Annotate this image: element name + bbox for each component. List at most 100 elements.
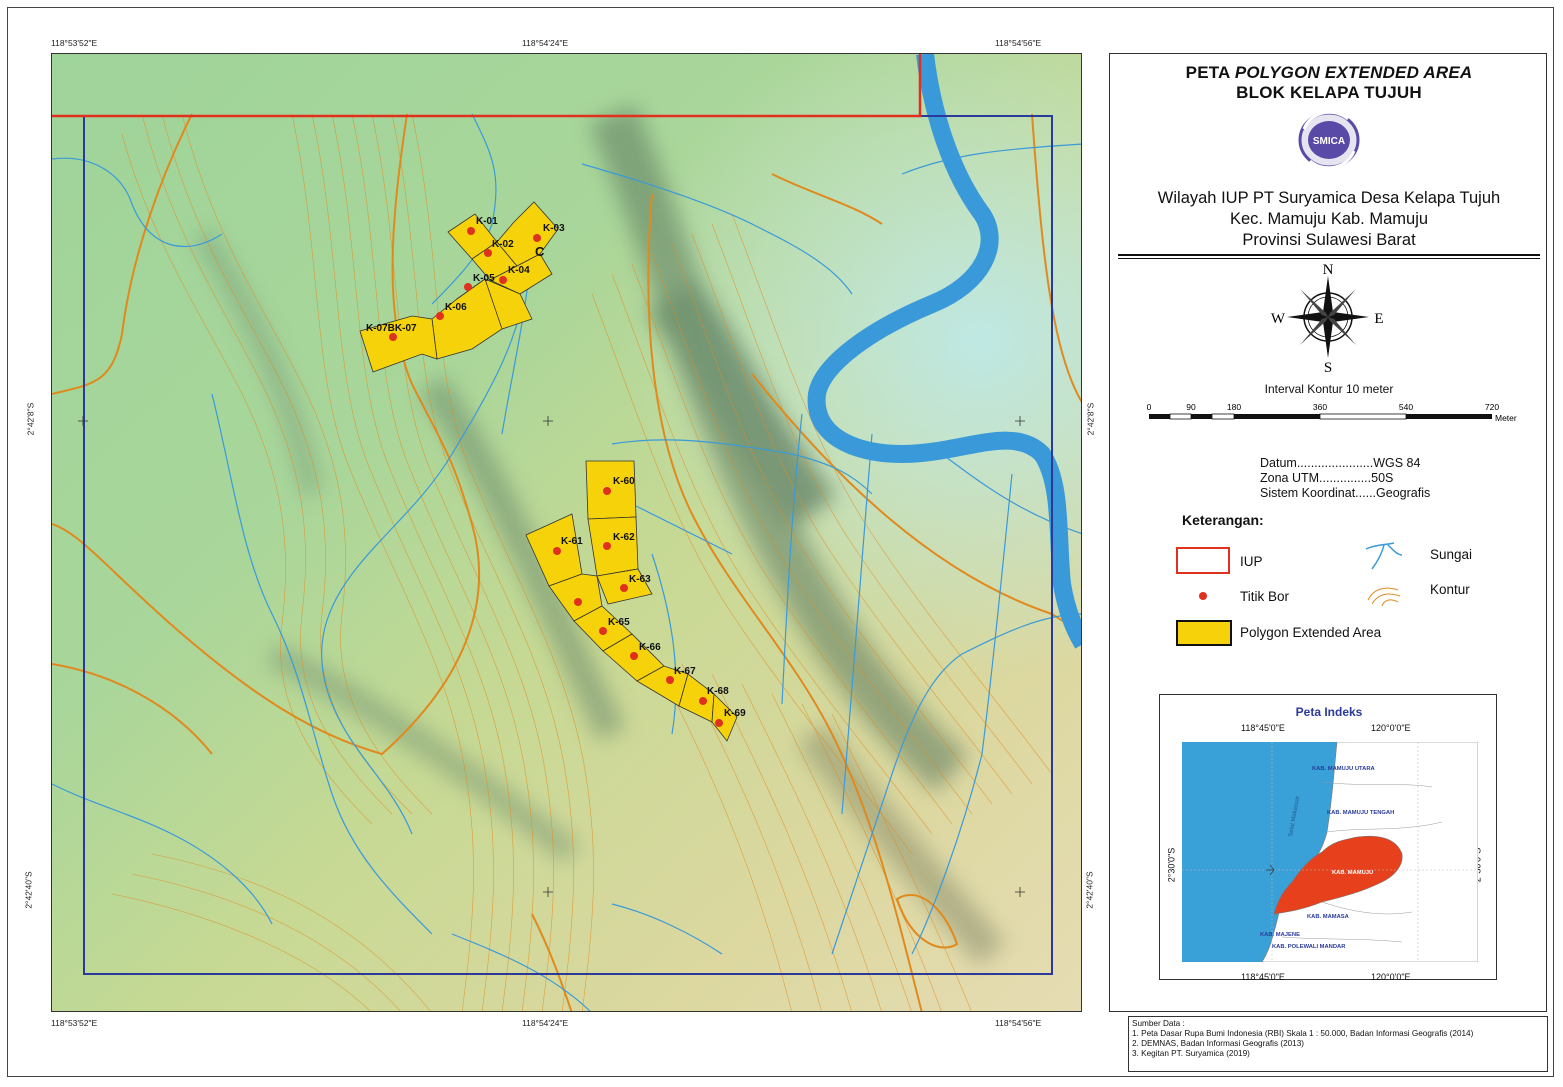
smica-logo-icon: SMICA bbox=[1298, 111, 1360, 169]
index-lon-left-top: 118°45'0"E bbox=[1241, 723, 1285, 733]
label-k66: K-66 bbox=[639, 642, 661, 653]
legend-titik-bor-label: Titik Bor bbox=[1240, 589, 1290, 604]
label-k07: K-07BK-07 bbox=[366, 323, 417, 334]
index-region-utara: KAB. MAMUJU UTARA bbox=[1312, 766, 1376, 772]
label-k65: K-65 bbox=[608, 617, 630, 628]
compass-rose-icon: N S W E bbox=[1271, 262, 1384, 374]
legend-titik-bor-swatch bbox=[1199, 592, 1207, 600]
legend-sungai-label: Sungai bbox=[1430, 547, 1473, 562]
coord-top-2: 118°54'24"E bbox=[522, 38, 569, 48]
label-k60: K-60 bbox=[613, 476, 635, 487]
coord-right-2: 2°42'40"S bbox=[1084, 871, 1095, 909]
scale-tick-5: 720 bbox=[1485, 402, 1499, 412]
subtitle-line1: Wilayah IUP PT Suryamica Desa Kelapa Tuj… bbox=[1157, 189, 1501, 207]
divider-thin bbox=[1118, 258, 1540, 259]
contour-lines bbox=[111, 113, 1053, 1011]
scale-tick-2: 180 bbox=[1227, 402, 1241, 412]
legend-river-icon bbox=[1365, 542, 1403, 570]
drill-points-north bbox=[389, 227, 541, 341]
subtitle-line2: Kec. Mamuju Kab. Mamuju bbox=[1229, 210, 1429, 228]
compass-w: W bbox=[1271, 311, 1286, 327]
source-2: 2. DEMNAS, Badan Informasi Geografis (20… bbox=[1132, 1039, 1305, 1048]
meta-zona: Zona UTM...............50S bbox=[1260, 471, 1394, 485]
coord-left-1: 2°42'8"S bbox=[25, 402, 36, 436]
label-c: C bbox=[535, 244, 545, 259]
logo-text: SMICA bbox=[1313, 136, 1345, 147]
hillshade bbox=[193, 104, 1006, 966]
scale-unit: Meter bbox=[1495, 413, 1517, 423]
compass-s: S bbox=[1324, 360, 1332, 374]
legend-panel: PETA POLYGON EXTENDED AREA BLOK KELAPA T… bbox=[1109, 53, 1547, 1012]
legend-polygon-swatch bbox=[1176, 620, 1232, 646]
coord-right-1: 2°42'8"S bbox=[1085, 402, 1096, 436]
label-k06: K-06 bbox=[445, 302, 467, 313]
coord-left-2: 2°42'40"S bbox=[23, 871, 34, 909]
label-k03: K-03 bbox=[543, 223, 565, 234]
main-map[interactable]: K-01 K-02 K-03 K-04 K-05 K-06 K-07BK-07 … bbox=[51, 53, 1082, 1012]
index-map-canvas: KAB. MAMUJU UTARA KAB. MAMUJU TENGAH KAB… bbox=[1182, 742, 1478, 962]
main-river bbox=[807, 54, 1081, 649]
polygon-block-south[interactable] bbox=[525, 460, 738, 742]
index-region-mamasa: KAB. MAMASA bbox=[1307, 914, 1350, 920]
index-lat-left: 2°30'0"S bbox=[1166, 847, 1177, 883]
sources-title: Sumber Data : bbox=[1132, 1019, 1185, 1028]
data-sources: Sumber Data : 1. Peta Dasar Rupa Bumi In… bbox=[1128, 1016, 1548, 1072]
drill-points-south bbox=[553, 487, 723, 727]
label-k62: K-62 bbox=[613, 532, 635, 543]
scale-tick-4: 540 bbox=[1399, 402, 1413, 412]
scale-tick-1: 90 bbox=[1186, 402, 1196, 412]
coord-bottom-3: 118°54'56"E bbox=[995, 1018, 1042, 1028]
compass-n: N bbox=[1323, 262, 1334, 278]
meta-datum: Datum......................WGS 84 bbox=[1260, 456, 1421, 470]
coord-top-1: 118°53'52"E bbox=[51, 38, 98, 48]
index-region-majene: KAB. MAJENE bbox=[1260, 932, 1300, 938]
contour-interval: Interval Kontur 10 meter bbox=[1264, 382, 1394, 396]
coord-top-3: 118°54'56"E bbox=[995, 38, 1042, 48]
coord-bottom-2: 118°54'24"E bbox=[522, 1018, 569, 1028]
map-title-line2: BLOK KELAPA TUJUH bbox=[1236, 83, 1422, 102]
label-k01: K-01 bbox=[476, 216, 498, 227]
index-lon-left-bottom: 118°45'0"E bbox=[1241, 972, 1285, 982]
label-k63: K-63 bbox=[629, 574, 651, 585]
legend-kontur-label: Kontur bbox=[1430, 582, 1470, 597]
index-region-polewali: KAB. POLEWALI MANDAR bbox=[1272, 944, 1346, 950]
scale-bar: 0 90 180 360 540 720 Meter bbox=[1147, 402, 1517, 423]
divider-thick bbox=[1118, 254, 1540, 256]
meta-sistem: Sistem Koordinat......Geografis bbox=[1260, 486, 1431, 500]
label-k68: K-68 bbox=[707, 686, 729, 697]
legend-contour-icon bbox=[1367, 587, 1401, 607]
scale-tick-0: 0 bbox=[1147, 402, 1152, 412]
legend-title: Keterangan: bbox=[1182, 512, 1264, 528]
index-map-title: Peta Indeks bbox=[1295, 705, 1363, 719]
legend-iup-swatch bbox=[1176, 547, 1230, 574]
source-3: 3. Kegitan PT. Suryamica (2019) bbox=[1132, 1049, 1250, 1058]
index-region-mamuju: KAB. MAMUJU bbox=[1332, 870, 1373, 876]
index-region-tengah: KAB. MAMUJU TENGAH bbox=[1327, 810, 1394, 816]
label-k69: K-69 bbox=[724, 708, 746, 719]
title-italic: POLYGON EXTENDED AREA bbox=[1234, 63, 1473, 82]
label-k02: K-02 bbox=[492, 239, 514, 250]
map-canvas: K-01 K-02 K-03 K-04 K-05 K-06 K-07BK-07 … bbox=[52, 54, 1081, 1011]
source-1: 1. Peta Dasar Rupa Bumi Indonesia (RBI) … bbox=[1132, 1029, 1474, 1038]
label-k67: K-67 bbox=[674, 666, 696, 677]
index-lon-right-top: 120°0'0"E bbox=[1371, 723, 1411, 733]
iup-boundary bbox=[52, 54, 922, 118]
legend-polygon-label: Polygon Extended Area bbox=[1240, 625, 1382, 640]
map-title-line1: PETA POLYGON EXTENDED AREA bbox=[1110, 63, 1548, 83]
label-k04: K-04 bbox=[508, 265, 530, 276]
subtitle-line3: Provinsi Sulawesi Barat bbox=[1242, 231, 1416, 249]
scale-tick-3: 360 bbox=[1313, 402, 1327, 412]
label-k05: K-05 bbox=[473, 273, 495, 284]
index-map-frame: Peta Indeks 118°45'0"E 120°0'0"E 118°45'… bbox=[1159, 694, 1497, 982]
grid-crosses bbox=[78, 416, 1025, 897]
label-k61: K-61 bbox=[561, 536, 583, 547]
title-prefix: PETA bbox=[1185, 63, 1235, 82]
stream-network bbox=[52, 113, 1081, 1011]
map-sheet bbox=[7, 7, 1554, 1077]
polygon-block-north[interactable] bbox=[359, 201, 559, 373]
coord-bottom-1: 118°53'52"E bbox=[51, 1018, 98, 1028]
index-lon-right-bottom: 120°0'0"E bbox=[1371, 972, 1411, 982]
index-contours bbox=[52, 113, 1081, 1011]
compass-e: E bbox=[1374, 311, 1383, 327]
legend-iup-label: IUP bbox=[1240, 554, 1263, 569]
